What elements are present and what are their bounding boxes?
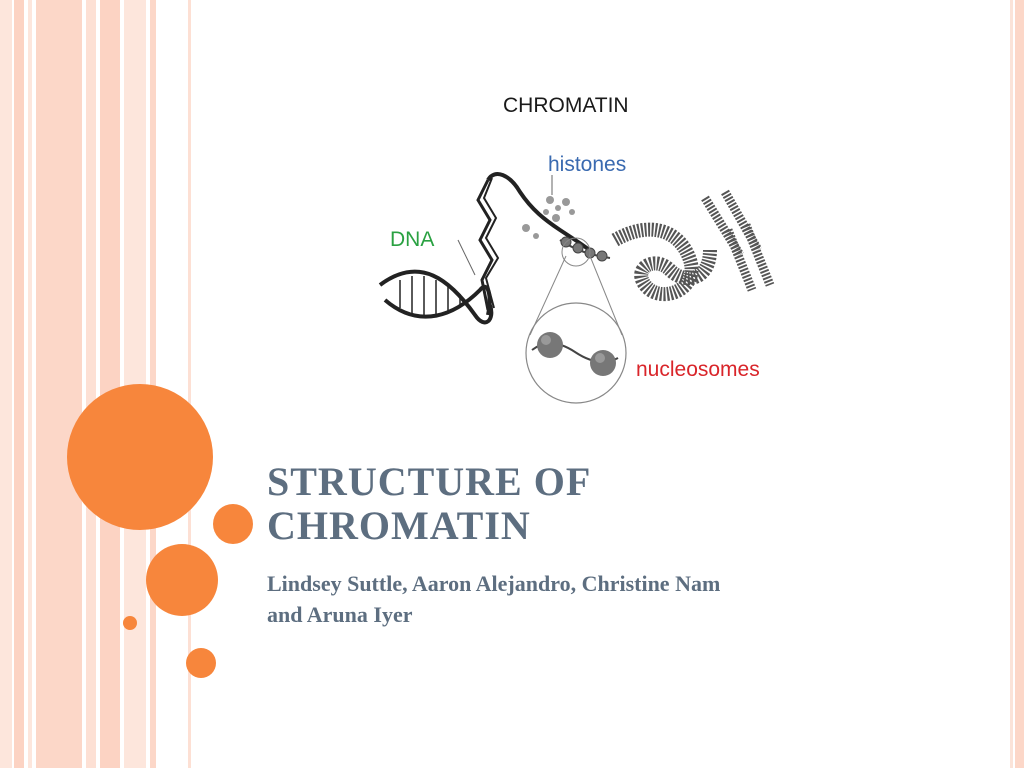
left-stripe-decoration (0, 0, 191, 768)
dna-helix-illustration (378, 172, 594, 325)
chromosome-illustration (701, 189, 775, 292)
nucleosome-illustration (531, 332, 619, 376)
authors-line-2: and Aruna Iyer (267, 602, 413, 627)
chromatin-diagram: CHROMATIN histones DNA nucleosomes (378, 94, 775, 404)
label-dna: DNA (390, 228, 434, 251)
chromatin-fiber (611, 222, 717, 302)
right-stripe (1015, 0, 1024, 768)
title-line-1: STRUCTURE OF (267, 459, 592, 504)
right-stripe-thin (1010, 0, 1013, 768)
figure-heading: CHROMATIN (503, 94, 629, 117)
orange-circles-decoration (67, 384, 253, 678)
label-nucleosomes: nucleosomes (636, 358, 760, 381)
title-line-2: CHROMATIN (267, 503, 531, 548)
authors-line-1: Lindsey Suttle, Aaron Alejandro, Christi… (267, 571, 721, 596)
authors-subtitle: Lindsey Suttle, Aaron Alejandro, Christi… (267, 568, 967, 630)
label-histones: histones (548, 153, 626, 176)
nucleosome-zoom-circle (525, 302, 627, 404)
histone-dots (522, 196, 575, 239)
slide-title: STRUCTURE OF CHROMATIN (267, 460, 967, 548)
